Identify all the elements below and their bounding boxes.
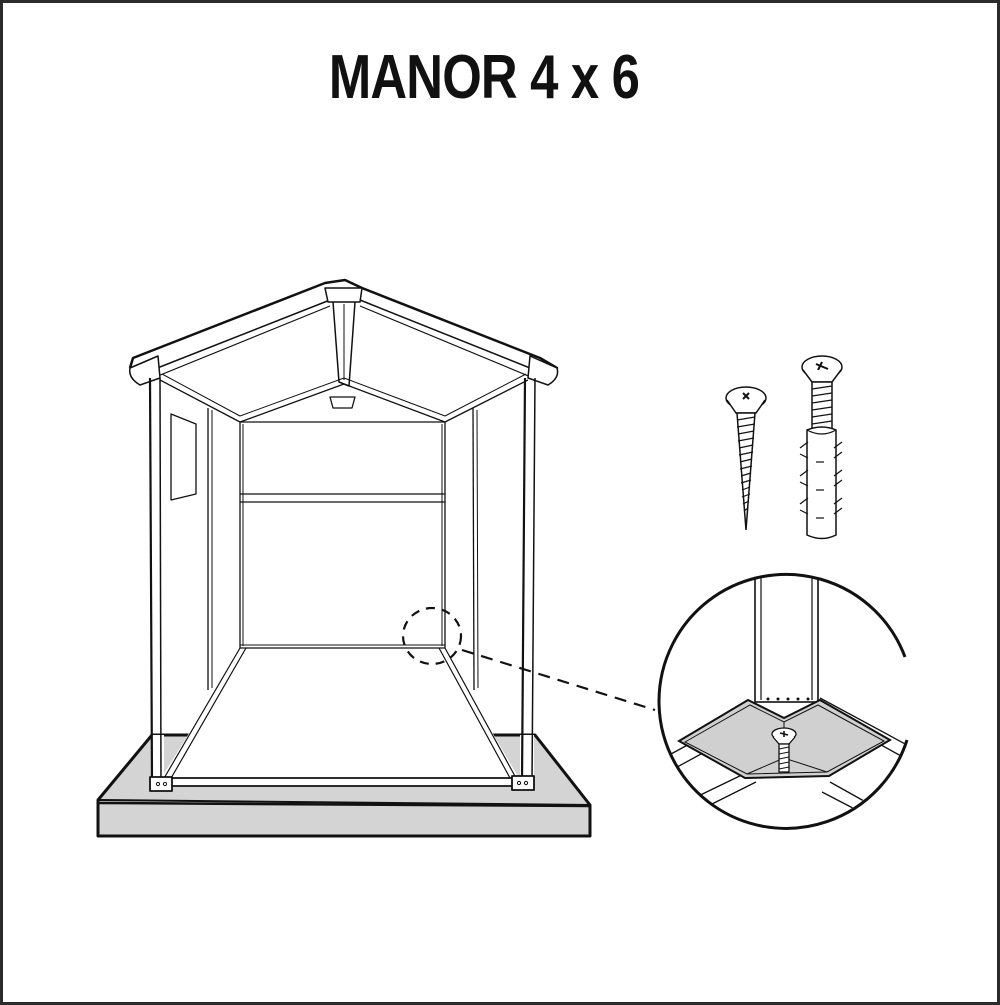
corner-bracket-left bbox=[149, 776, 173, 792]
shed-frame bbox=[96, 278, 656, 838]
screw-icon bbox=[725, 386, 767, 531]
wall-plug-screw-icon bbox=[799, 355, 843, 540]
detail-callout bbox=[657, 572, 912, 830]
detail-marker bbox=[401, 606, 656, 712]
diagram-title: MANOR 4 x 6 bbox=[328, 43, 640, 112]
corner-bracket-right bbox=[511, 775, 535, 791]
concrete-slab bbox=[96, 648, 592, 838]
bracket-screw-icon bbox=[771, 727, 797, 773]
